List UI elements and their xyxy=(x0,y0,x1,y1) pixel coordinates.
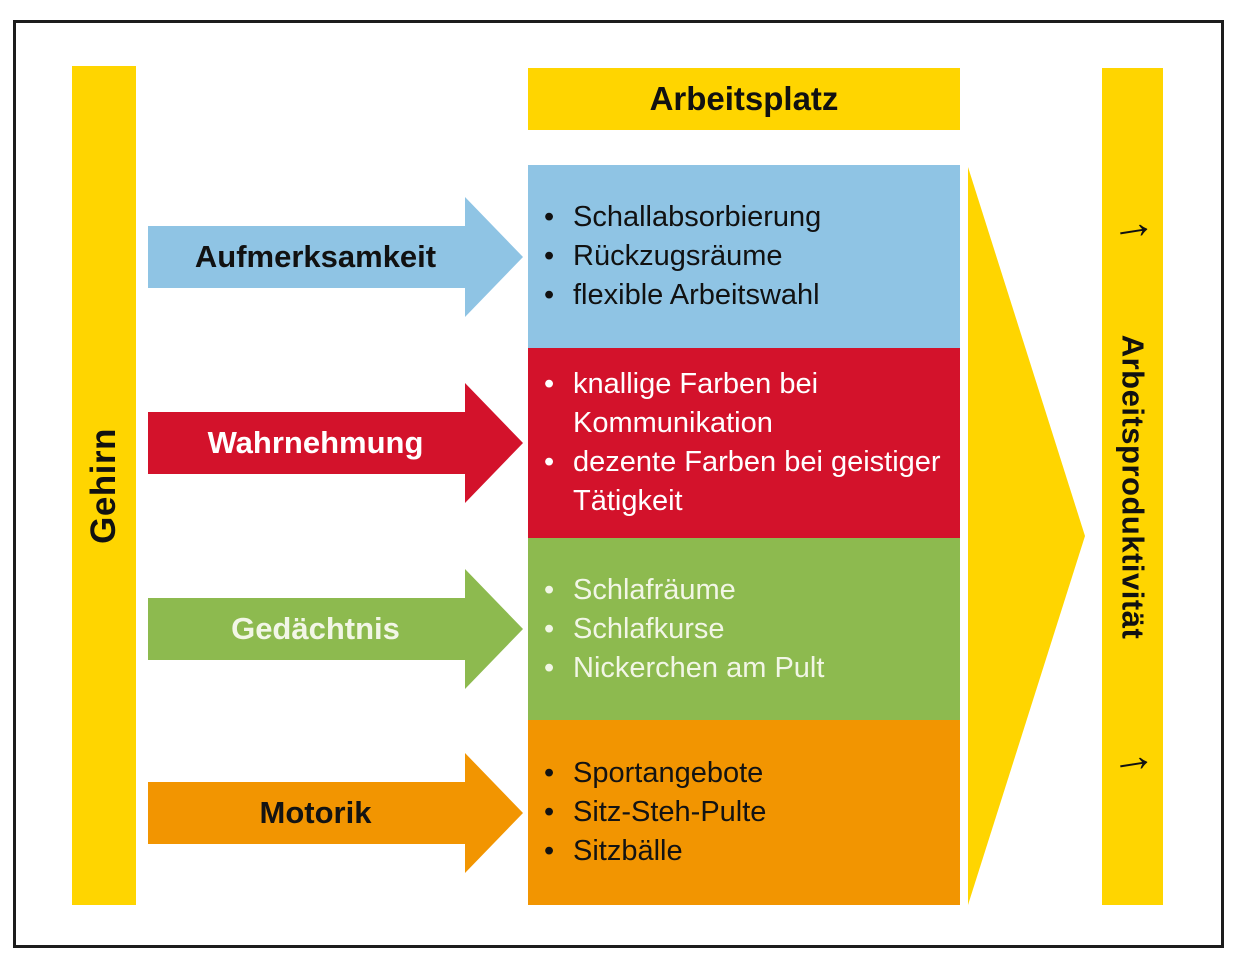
arrow-aufmerksamkeit: Aufmerksamkeit xyxy=(148,197,523,317)
arrow-gedaechtnis: Gedächtnis xyxy=(148,569,523,689)
measures-box-wahrnehmung: knallige Farben bei Kommunikation dezent… xyxy=(528,348,960,538)
measures-list: Sportangebote Sitz-Steh-Pulte Sitzbälle xyxy=(544,754,950,871)
right-arrow-shape-icon xyxy=(148,753,523,873)
measure-item: Schallabsorbierung xyxy=(544,198,950,237)
measure-item: Schlafkurse xyxy=(544,610,950,649)
measures-box-aufmerksamkeit: Schallabsorbierung Rückzugsräume flexibl… xyxy=(528,165,960,348)
measure-item: Sitz-Steh-Pulte xyxy=(544,793,950,832)
measure-item: Schlafräume xyxy=(544,571,950,610)
arrow-label-gedaechtnis: Gedächtnis xyxy=(231,611,400,646)
arbeitsproduktivitaet-bar: → Arbeitsproduktivität → xyxy=(1102,68,1163,905)
measure-item: Sportangebote xyxy=(544,754,950,793)
arrow-label-aufmerksamkeit: Aufmerksamkeit xyxy=(194,239,437,274)
right-arrow-shape-icon xyxy=(148,383,523,503)
measures-list: Schlafräume Schlafkurse Nickerchen am Pu… xyxy=(544,571,950,688)
arrow-motorik: Motorik xyxy=(148,753,523,873)
measure-item: Nickerchen am Pult xyxy=(544,649,950,688)
gehirn-label: Gehirn xyxy=(84,427,124,544)
measure-item: flexible Arbeitswahl xyxy=(544,276,950,315)
measure-item: Sitzbälle xyxy=(544,832,950,871)
arbeitsplatz-label: Arbeitsplatz xyxy=(649,80,839,117)
arrow-label-motorik: Motorik xyxy=(259,795,372,830)
right-arrow-icon: → xyxy=(1105,193,1160,253)
measure-item: dezente Farben bei geistiger Tätigkeit xyxy=(544,443,950,521)
gehirn-bar: Gehirn xyxy=(72,66,136,905)
arrow-label-wahrnehmung: Wahrnehmung xyxy=(207,425,424,460)
arbeitsplatz-header: Arbeitsplatz xyxy=(528,68,960,130)
measure-item: Rückzugsräume xyxy=(544,237,950,276)
measure-item: knallige Farben bei Kommunikation xyxy=(544,365,950,443)
right-arrow-shape-icon xyxy=(148,197,523,317)
right-arrow-shape-icon xyxy=(148,569,523,689)
measures-list: Schallabsorbierung Rückzugsräume flexibl… xyxy=(544,198,950,315)
arbeitsproduktivitaet-label: Arbeitsproduktivität xyxy=(1115,334,1151,639)
right-arrow-icon: → xyxy=(1105,726,1160,786)
arrow-wahrnehmung: Wahrnehmung xyxy=(148,383,523,503)
productivity-arrowhead xyxy=(968,167,1086,905)
measures-box-motorik: Sportangebote Sitz-Steh-Pulte Sitzbälle xyxy=(528,720,960,905)
measures-list: knallige Farben bei Kommunikation dezent… xyxy=(544,365,950,521)
measures-box-gedaechtnis: Schlafräume Schlafkurse Nickerchen am Pu… xyxy=(528,538,960,720)
big-right-arrowhead-icon xyxy=(968,167,1085,905)
